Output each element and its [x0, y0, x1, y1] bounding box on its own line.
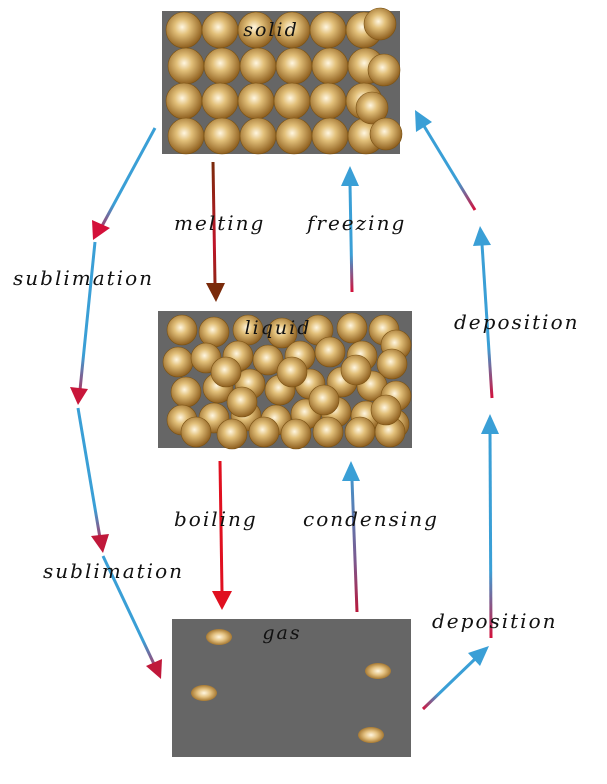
particle — [180, 416, 212, 448]
particle — [248, 416, 280, 448]
solid-particles — [165, 7, 403, 155]
particle — [239, 117, 277, 155]
particle — [273, 82, 311, 120]
particle — [239, 47, 277, 85]
gas-particle — [365, 663, 391, 679]
particle — [275, 47, 313, 85]
liquid-label: liquid — [245, 317, 312, 339]
particle — [314, 336, 346, 368]
sublimation-label-upper: sublimation — [13, 266, 154, 290]
deposition-arrow-3 — [473, 226, 494, 399]
particle — [210, 356, 242, 388]
particle — [166, 314, 198, 346]
particle — [311, 47, 349, 85]
melting-arrow — [206, 161, 225, 302]
particle — [266, 317, 298, 349]
particle — [376, 348, 408, 380]
deposition-arrow-4 — [415, 110, 477, 211]
particle — [170, 376, 202, 408]
condensing-arrow — [342, 461, 360, 613]
solid-label: solid — [243, 19, 299, 41]
deposition-label-lower: deposition — [432, 609, 558, 633]
particle — [167, 117, 205, 155]
particle — [336, 312, 368, 344]
particle — [367, 53, 401, 87]
gas-box: gas — [172, 619, 411, 757]
deposition-label-upper: deposition — [454, 310, 580, 334]
gas-particle — [206, 629, 232, 645]
particle — [201, 11, 239, 49]
freezing-arrow — [341, 166, 359, 293]
particle — [276, 356, 308, 388]
particle — [203, 47, 241, 85]
boiling-arrow — [212, 460, 232, 610]
boiling-label: boiling — [174, 507, 258, 531]
particle — [216, 418, 248, 450]
particle — [340, 354, 372, 386]
particle — [369, 117, 403, 151]
gas-particle — [358, 727, 384, 743]
sublimation-label-lower: sublimation — [43, 559, 184, 583]
particle — [275, 117, 313, 155]
freezing-label: freezing — [305, 211, 406, 235]
condensing-label: condensing — [303, 507, 439, 531]
particle — [309, 82, 347, 120]
sublimation-arrow-3 — [76, 407, 109, 553]
particle — [201, 82, 239, 120]
deposition-arrow-2 — [481, 414, 499, 639]
solid-box: solid — [162, 7, 403, 155]
particle — [344, 416, 376, 448]
particle — [311, 117, 349, 155]
particle — [165, 82, 203, 120]
particle — [203, 117, 241, 155]
particle — [370, 394, 402, 426]
particle — [355, 91, 389, 125]
liquid-box: liquid — [158, 311, 412, 450]
particle — [165, 11, 203, 49]
sublimation-arrow-1 — [92, 127, 157, 240]
particle — [363, 7, 397, 41]
deposition-arrow-1 — [421, 646, 489, 711]
particle — [280, 418, 312, 450]
gas-label: gas — [262, 622, 301, 644]
particle — [226, 386, 258, 418]
sublimation-arrow-4 — [101, 555, 162, 679]
particle — [237, 82, 275, 120]
particle — [167, 47, 205, 85]
gas-particle — [191, 685, 217, 701]
sublimation-arrow-2 — [70, 241, 97, 405]
particle — [312, 416, 344, 448]
melting-label: melting — [174, 211, 265, 235]
particle — [309, 11, 347, 49]
liquid-particles — [162, 312, 412, 450]
particle — [308, 384, 340, 416]
particle — [162, 346, 194, 378]
particle — [198, 316, 230, 348]
